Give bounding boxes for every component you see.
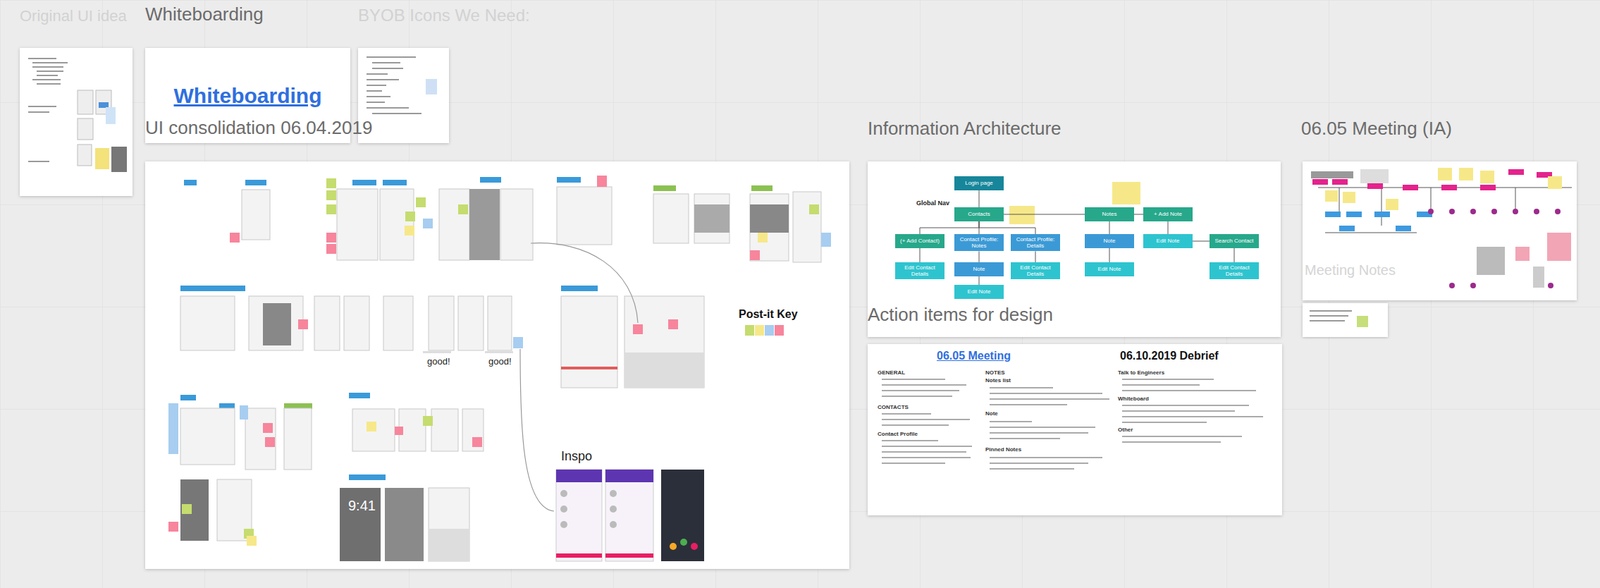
ia-box: Contacts bbox=[954, 207, 1004, 222]
post-its bbox=[168, 175, 760, 532]
canvas-label: Information Architecture bbox=[867, 118, 1062, 140]
box-label: Note bbox=[956, 265, 1002, 273]
connector bbox=[979, 221, 1036, 235]
ia-box: Notes bbox=[1084, 207, 1135, 222]
connector bbox=[919, 221, 980, 235]
canvas-label: Global Nav bbox=[916, 199, 950, 207]
ia-box: Edit Contact Details bbox=[895, 262, 945, 280]
canvas-label: good! bbox=[488, 356, 512, 368]
box-label: Notes bbox=[1086, 210, 1132, 218]
ia-box: Search Contact bbox=[1209, 234, 1259, 249]
canvas-label: BYOB Icons We Need: bbox=[358, 5, 531, 26]
note-text: 06.05 Meeting bbox=[936, 348, 1011, 363]
box-label: (+ Add Contact) bbox=[897, 237, 943, 244]
ia-box: Edit Note bbox=[954, 284, 1004, 299]
box-label: Contact Profile: Details bbox=[1012, 236, 1058, 249]
box-label: Note bbox=[1086, 237, 1132, 244]
box-label: Edit Note bbox=[1086, 265, 1132, 273]
connector bbox=[979, 276, 980, 285]
note-text: NOTES bbox=[985, 369, 1006, 377]
connector bbox=[1035, 250, 1037, 263]
connector bbox=[1192, 241, 1210, 242]
canvas-label: Action items for design bbox=[867, 304, 1054, 326]
ia-box: Note bbox=[1084, 234, 1135, 249]
note-text: Pinned Notes bbox=[985, 446, 1022, 454]
notes-frame: 06.05 Meeting 06.10.2019 DebriefGENERAL CO… bbox=[867, 343, 1283, 516]
canvas-label: Inspo bbox=[561, 448, 593, 464]
box-label: Login page bbox=[956, 179, 1002, 187]
connector bbox=[1109, 248, 1111, 263]
box-label: Contacts bbox=[956, 210, 1002, 218]
canvas-label: 9:41 bbox=[348, 497, 376, 514]
note-text: Note bbox=[985, 410, 999, 418]
box-label: Edit Note bbox=[1145, 237, 1191, 244]
ia-box: Edit Contact Details bbox=[1010, 262, 1061, 280]
note-text: Notes list bbox=[985, 377, 1011, 385]
card bbox=[19, 47, 133, 196]
box-label: Search Contact bbox=[1211, 237, 1257, 244]
bullet-lines bbox=[881, 378, 1264, 470]
ia-box: Contact Profile: Notes bbox=[954, 234, 1004, 251]
note-text: Talk to Engineers bbox=[1117, 369, 1165, 377]
connector bbox=[1134, 214, 1144, 215]
ia-box: Login page bbox=[954, 176, 1004, 191]
frame bbox=[1302, 161, 1577, 301]
box-label: Contact Profile: Notes bbox=[956, 236, 1002, 249]
note-text: GENERAL bbox=[877, 369, 906, 377]
ia-box: (+ Add Contact) bbox=[895, 234, 945, 249]
text-lines bbox=[28, 57, 68, 163]
frame bbox=[867, 343, 1283, 516]
note-text: 06.10.2019 Debrief bbox=[1120, 348, 1219, 363]
section-tags bbox=[180, 176, 598, 480]
frame bbox=[867, 161, 1281, 337]
link-title: Whiteboarding bbox=[174, 83, 323, 108]
canvas-label: Meeting Notes bbox=[1304, 262, 1396, 279]
phone-mockups bbox=[180, 186, 822, 562]
connector bbox=[979, 190, 980, 208]
note-text: CONTACTS bbox=[877, 403, 909, 411]
canvas-label: 06.05 Meeting (IA) bbox=[1301, 118, 1452, 140]
box-label: Edit Contact Details bbox=[1012, 264, 1058, 278]
canvas-label: good! bbox=[427, 356, 451, 368]
text-lines bbox=[366, 56, 422, 115]
canvas-label: Whiteboarding bbox=[145, 4, 264, 26]
box-label: Edit Contact Details bbox=[897, 264, 943, 278]
ia-box: Edit Note bbox=[1143, 234, 1193, 249]
connector bbox=[1003, 214, 1085, 215]
ia-box: Edit Contact Details bbox=[1209, 262, 1259, 280]
frame bbox=[145, 161, 850, 569]
note-text: Whiteboard bbox=[1117, 395, 1149, 403]
connector bbox=[1234, 248, 1235, 263]
canvas-label: Original UI idea bbox=[19, 7, 127, 25]
connector bbox=[1109, 221, 1111, 235]
ia-box: Edit Note bbox=[1084, 262, 1135, 277]
ia-box: + Add Note bbox=[1143, 207, 1193, 222]
connector bbox=[979, 250, 980, 263]
canvas-label: UI consolidation 06.04.2019 bbox=[145, 117, 373, 139]
card bbox=[1302, 303, 1388, 337]
box-label: + Add Note bbox=[1145, 210, 1191, 218]
box-label: Edit Contact Details bbox=[1211, 264, 1257, 278]
note-text: Contact Profile bbox=[877, 430, 918, 438]
note-text: Other bbox=[1117, 426, 1133, 434]
connector bbox=[1167, 221, 1169, 235]
box-label: Edit Note bbox=[956, 288, 1002, 295]
canvas-label: Post-it Key bbox=[738, 308, 798, 321]
connector bbox=[919, 248, 921, 263]
ia-box: Note bbox=[954, 262, 1004, 277]
ia-box: Contact Profile: Details bbox=[1010, 234, 1061, 251]
